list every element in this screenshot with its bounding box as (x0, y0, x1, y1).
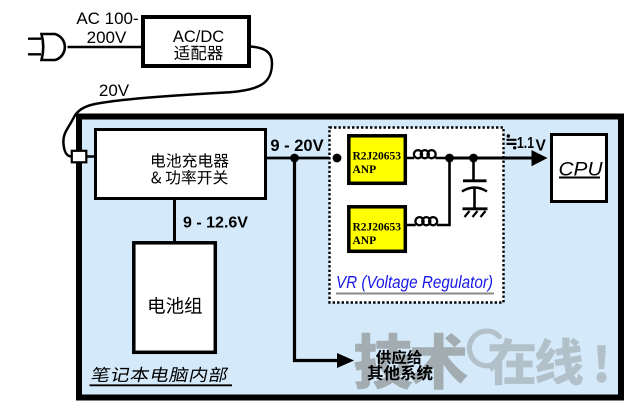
svg-text:V: V (536, 138, 547, 155)
svg-text:R2J20653: R2J20653 (353, 151, 402, 163)
svg-text:ANP: ANP (353, 164, 377, 176)
svg-text:CPU: CPU (559, 159, 604, 181)
svg-text:9 - 12.6V: 9 - 12.6V (183, 215, 248, 232)
svg-text:R2J20653: R2J20653 (353, 222, 402, 234)
svg-text:20V: 20V (99, 81, 130, 100)
svg-text:AC 100-: AC 100- (76, 9, 138, 28)
svg-text:VR (Voltage Regulator): VR (Voltage Regulator) (336, 272, 493, 292)
svg-text:ANP: ANP (353, 235, 377, 247)
svg-text:AC/DC: AC/DC (173, 28, 224, 46)
svg-text:9 - 20V: 9 - 20V (270, 137, 323, 155)
svg-text:200V: 200V (87, 28, 127, 47)
svg-text:1.1: 1.1 (517, 135, 534, 152)
